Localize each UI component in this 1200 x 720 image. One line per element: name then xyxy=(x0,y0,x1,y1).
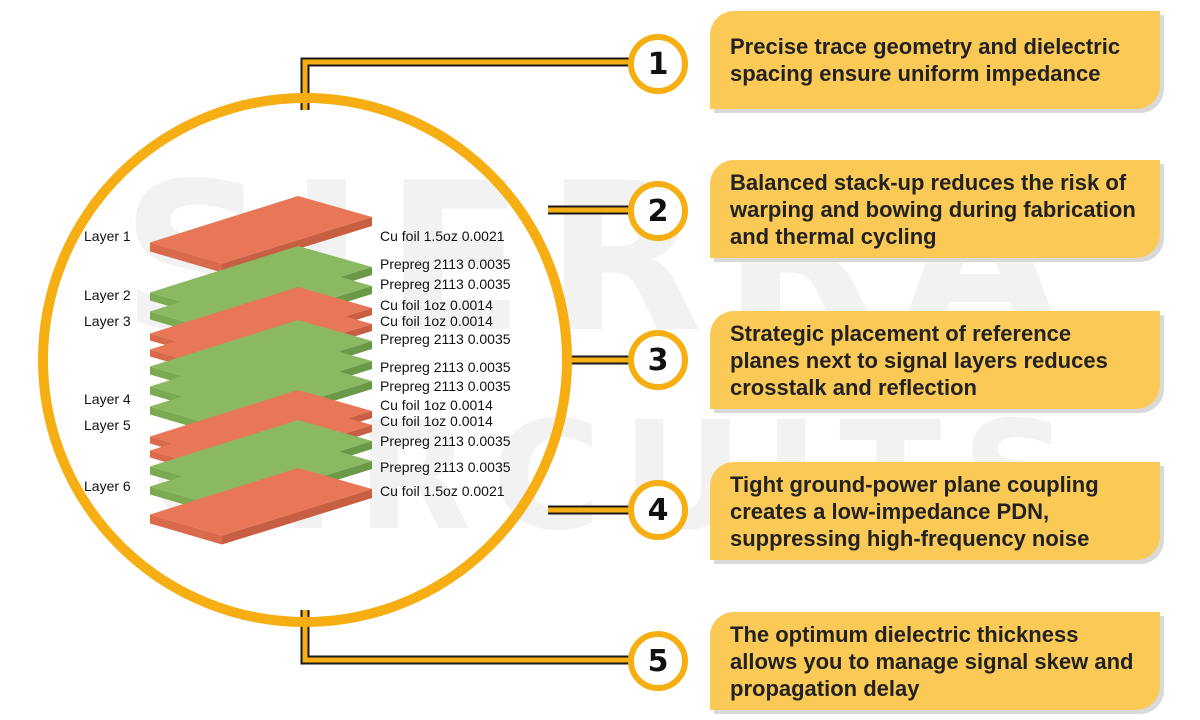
slab-left-face xyxy=(150,242,222,273)
slab-top-face xyxy=(150,468,372,536)
layer-label-4: Layer 4 xyxy=(84,391,131,407)
material-label: Prepreg 2113 0.0035 xyxy=(380,256,511,272)
material-label: Cu foil 1oz 0.0014 xyxy=(380,397,493,413)
material-label: Prepreg 2113 0.0035 xyxy=(380,433,511,449)
benefit-text-5: The optimum dielectric thickness allows … xyxy=(730,621,1134,701)
highlight-ring xyxy=(38,93,572,627)
benefit-box-4: Tight ground-power plane coupling create… xyxy=(710,462,1160,560)
layer-label-6: Layer 6 xyxy=(84,478,131,494)
benefit-text-3: Strategic placement of reference planes … xyxy=(730,320,1108,400)
layer-label-2: Layer 2 xyxy=(84,287,131,303)
layer-label-1: Layer 1 xyxy=(84,228,131,244)
material-label: Prepreg 2113 0.0035 xyxy=(380,276,511,292)
step-number-4: 4 xyxy=(628,480,688,540)
material-label: Prepreg 2113 0.0035 xyxy=(380,459,511,475)
benefit-box-2: Balanced stack-up reduces the risk of wa… xyxy=(710,160,1160,258)
step-number-5: 5 xyxy=(628,631,688,691)
slab-top-face xyxy=(150,196,372,264)
material-label: Cu foil 1oz 0.0014 xyxy=(380,313,493,329)
material-label: Prepreg 2113 0.0035 xyxy=(380,359,511,375)
layer-label-3: Layer 3 xyxy=(84,313,131,329)
material-label: Cu foil 1.5oz 0.0021 xyxy=(380,228,505,244)
copper-layer xyxy=(150,468,372,545)
material-label: Cu foil 1.5oz 0.0021 xyxy=(380,483,505,499)
slab-top-face xyxy=(150,440,372,508)
material-label: Cu foil 1oz 0.0014 xyxy=(380,297,493,313)
benefit-box-5: The optimum dielectric thickness allows … xyxy=(710,612,1160,710)
material-label: Prepreg 2113 0.0035 xyxy=(380,331,511,347)
layer-label-5: Layer 5 xyxy=(84,417,131,433)
slab-right-face xyxy=(222,489,372,545)
slab-top-face xyxy=(150,360,372,428)
benefit-box-1: Precise trace geometry and dielectric sp… xyxy=(710,11,1160,109)
benefit-box-3: Strategic placement of reference planes … xyxy=(710,311,1160,409)
step-number-2: 2 xyxy=(628,181,688,241)
layer-stack xyxy=(150,196,372,545)
benefit-text-1: Precise trace geometry and dielectric sp… xyxy=(730,34,1121,86)
slab-left-face xyxy=(150,514,222,545)
benefit-text-2: Balanced stack-up reduces the risk of wa… xyxy=(730,169,1136,249)
step-number-3: 3 xyxy=(628,330,688,390)
material-label: Prepreg 2113 0.0035 xyxy=(380,378,511,394)
material-label: Cu foil 1oz 0.0014 xyxy=(380,413,493,429)
step-number-1: 1 xyxy=(628,34,688,94)
benefit-text-4: Tight ground-power plane coupling create… xyxy=(730,471,1099,551)
